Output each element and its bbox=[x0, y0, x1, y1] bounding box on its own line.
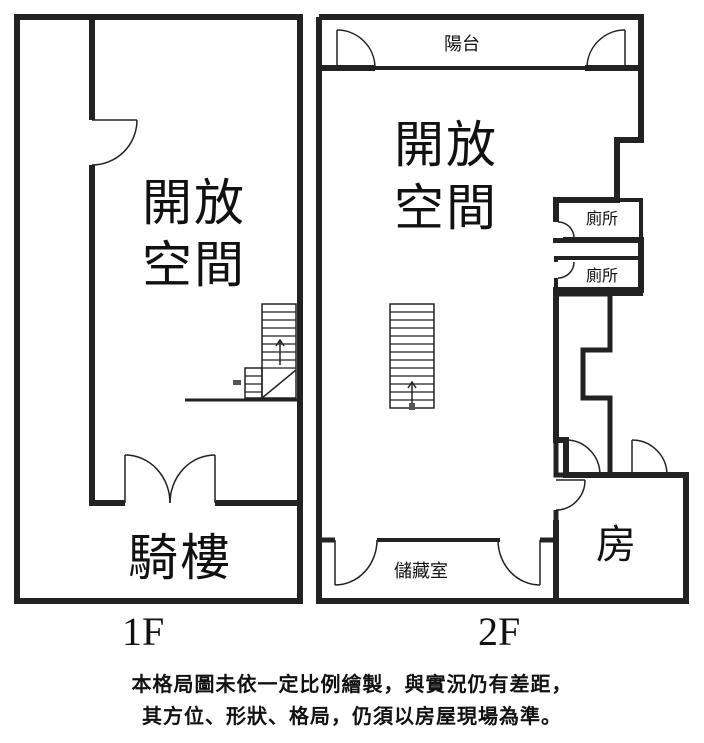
floor-2-room-label: 房 bbox=[596, 522, 636, 568]
floor-2-room-doors bbox=[555, 439, 668, 511]
floor-2-balcony-doors bbox=[336, 29, 626, 69]
floor-2-corridor-wall bbox=[556, 291, 613, 475]
floor-2-balcony-label: 陽台 bbox=[444, 34, 480, 55]
floor-2-toilet-1-label: 廁所 bbox=[586, 209, 619, 228]
floor-1-front-double-door bbox=[124, 454, 216, 504]
floor-2-storage-doors bbox=[334, 539, 541, 586]
floor-2-open-space-label-line2: 空間 bbox=[394, 179, 498, 237]
disclaimer-line-2: 其方位、形狀、格局，仍須以房屋現場為準。 bbox=[142, 704, 562, 728]
floor-1-partition-left bbox=[89, 165, 125, 506]
floor-1-side-door bbox=[91, 119, 138, 166]
floor-2-storage-label: 儲藏室 bbox=[394, 561, 448, 582]
floor-2-open-space-label-line1: 開放 bbox=[394, 116, 498, 174]
floor-1-arcade-label: 騎樓 bbox=[128, 529, 232, 587]
floor-2-title: 2F bbox=[478, 609, 521, 654]
floor-1-plan bbox=[14, 14, 303, 604]
floor-1-open-space-label-line2: 空間 bbox=[142, 236, 246, 294]
floor-1-staircase bbox=[233, 303, 297, 399]
floor-2-staircase bbox=[389, 303, 435, 410]
floor-1-open-space-label-line1: 開放 bbox=[142, 174, 246, 232]
floor-1-title: 1F bbox=[122, 609, 165, 654]
floor-1-outer-wall bbox=[14, 14, 303, 604]
floor-2-room-wall-top bbox=[553, 440, 566, 478]
floor-2-toilet-2-label: 廁所 bbox=[586, 266, 619, 285]
floor-2-outer-wall bbox=[316, 14, 689, 604]
floor-2-plan bbox=[316, 14, 689, 604]
disclaimer-line-1: 本格局圖未依一定比例繪製，與實況仍有差距， bbox=[131, 672, 573, 696]
